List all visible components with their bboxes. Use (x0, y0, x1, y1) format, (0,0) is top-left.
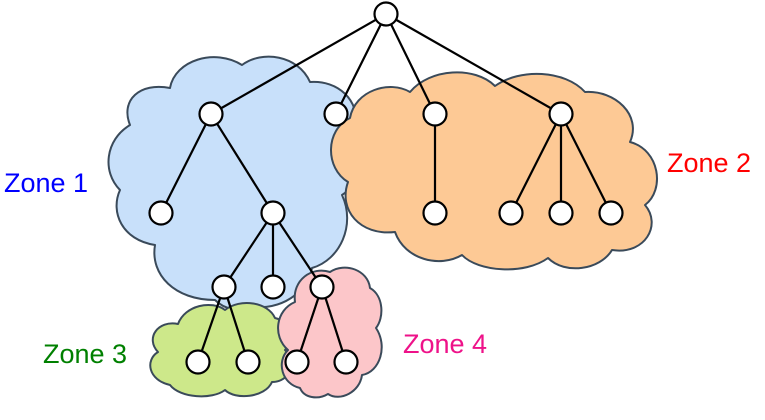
edge-a2c-a2c1 (295, 285, 324, 364)
tree-node-a2c1 (284, 349, 310, 375)
edge-a2-a2a (222, 211, 275, 289)
edge-a2a-a2a1 (196, 285, 226, 364)
tree-node-d (548, 101, 574, 127)
edge-root-c (384, 12, 437, 116)
tree-node-a2a2 (235, 349, 261, 375)
edge-root-a (209, 12, 388, 116)
edge-root-b (334, 12, 388, 116)
edge-a-a2 (209, 112, 275, 215)
tree-node-d1 (498, 200, 524, 226)
edge-a2c-a2c2 (320, 285, 348, 364)
zone-3-cloud (149, 302, 293, 398)
zone-1-cloud (107, 55, 366, 311)
tree-edges (159, 12, 613, 364)
edge-root-d (384, 12, 563, 116)
zone-2-label: Zone 2 (667, 148, 752, 178)
zone-1-label: Zone 1 (4, 168, 89, 198)
tree-node-d2 (548, 200, 574, 226)
edge-d-d1 (509, 112, 563, 215)
tree-node-root (373, 1, 399, 27)
edge-a-a1 (159, 112, 213, 215)
tree-node-a1 (148, 200, 174, 226)
edge-d-d3 (559, 112, 613, 215)
zone-3-label: Zone 3 (43, 339, 128, 369)
tree-node-a2a (211, 274, 237, 300)
edge-a2a-a2a2 (222, 285, 250, 364)
tree-node-d3 (598, 200, 624, 226)
zone-clouds (107, 55, 658, 399)
edge-a2-a2c (271, 211, 324, 289)
tree-node-b (323, 101, 349, 127)
tree-node-a2c (309, 274, 335, 300)
tree-nodes (148, 1, 624, 375)
tree-node-a2c2 (333, 349, 359, 375)
tree-node-a (198, 101, 224, 127)
tree-node-a2 (260, 200, 286, 226)
zone-4-label: Zone 4 (403, 329, 488, 359)
tree-node-c1 (422, 200, 448, 226)
tree-node-c (422, 101, 448, 127)
tree-node-a2b (260, 274, 286, 300)
zone-2-cloud (330, 71, 658, 271)
tree-node-a2a1 (185, 349, 211, 375)
